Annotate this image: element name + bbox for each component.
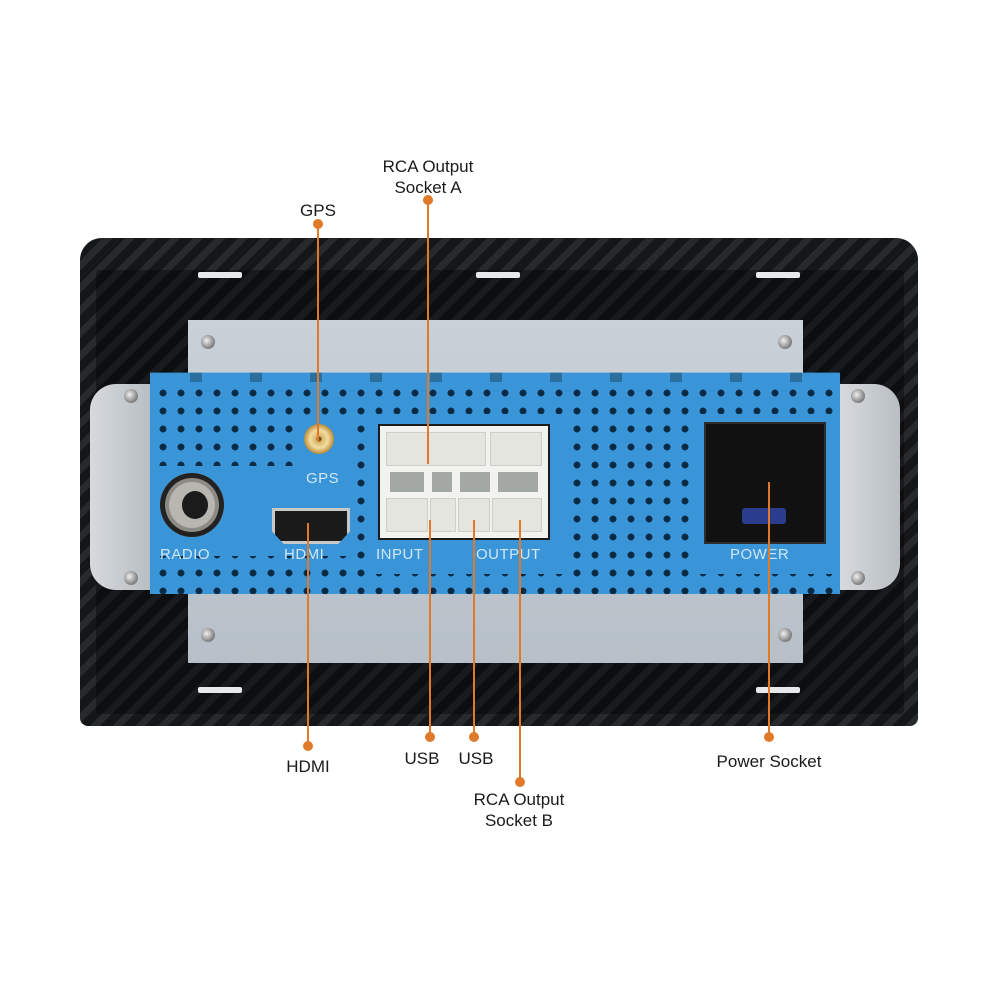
callout-line: Socket A [394, 178, 462, 197]
connector-window [432, 472, 452, 492]
screw-icon [124, 389, 138, 403]
callout-label-rca-b: RCA Output Socket B [460, 789, 578, 831]
mounting-slot [198, 272, 242, 278]
output-panel-label: OUTPUT [476, 546, 541, 563]
rca-socket-b [492, 498, 542, 532]
callout-label-power: Power Socket [716, 752, 822, 771]
rca-socket-a [386, 432, 486, 466]
callout-leader-rca-a [427, 200, 429, 464]
callout-dot [425, 732, 435, 742]
screw-icon [201, 628, 215, 642]
left-side-bracket [90, 384, 150, 590]
power-panel-label: POWER [730, 546, 790, 563]
callout-dot [303, 741, 313, 751]
right-side-bracket [840, 384, 900, 590]
callout-line: RCA Output [473, 790, 565, 809]
fuse [742, 508, 786, 524]
callout-line: Socket B [484, 811, 554, 830]
callout-label-rca-a: RCA Output Socket A [370, 156, 486, 198]
screw-icon [778, 628, 792, 642]
callout-leader-rca-b [519, 520, 521, 782]
connector-window [390, 472, 424, 492]
callout-leader-hdmi [307, 523, 309, 745]
screw-icon [778, 335, 792, 349]
input-socket [386, 498, 428, 532]
screw-icon [201, 335, 215, 349]
mounting-slot [476, 272, 520, 278]
connector-window [460, 472, 490, 492]
hdmi-panel-label: HDMI [284, 546, 325, 563]
callout-label-gps: GPS [300, 201, 336, 220]
input-panel-label: INPUT [376, 546, 424, 563]
screw-icon [124, 571, 138, 585]
callout-leader-usb-2 [473, 520, 475, 737]
callout-leader-usb-1 [429, 520, 431, 737]
power-socket [704, 422, 826, 544]
callout-line: RCA Output [382, 157, 474, 176]
callout-dot [764, 732, 774, 742]
radio-panel-label: RADIO [160, 546, 211, 563]
radio-antenna-port [160, 473, 224, 537]
callout-dot [469, 732, 479, 742]
mounting-slot [756, 687, 800, 693]
hdmi-port [272, 508, 350, 544]
callout-label-usb-1: USB [404, 749, 440, 768]
mounting-slot [198, 687, 242, 693]
callout-leader-power [768, 482, 770, 736]
connector-window [498, 472, 538, 492]
gps-antenna-port [304, 424, 334, 454]
usb-socket-1 [430, 498, 456, 532]
callout-label-usb-2: USB [458, 749, 494, 768]
screw-icon [851, 389, 865, 403]
callout-label-hdmi: HDMI [286, 757, 330, 776]
rca-usb-connector-block [378, 424, 550, 540]
screw-icon [851, 571, 865, 585]
connector-cell [490, 432, 542, 466]
gps-panel-label: GPS [306, 470, 340, 487]
mounting-slot [756, 272, 800, 278]
callout-leader-gps [317, 224, 319, 442]
callout-dot [515, 777, 525, 787]
